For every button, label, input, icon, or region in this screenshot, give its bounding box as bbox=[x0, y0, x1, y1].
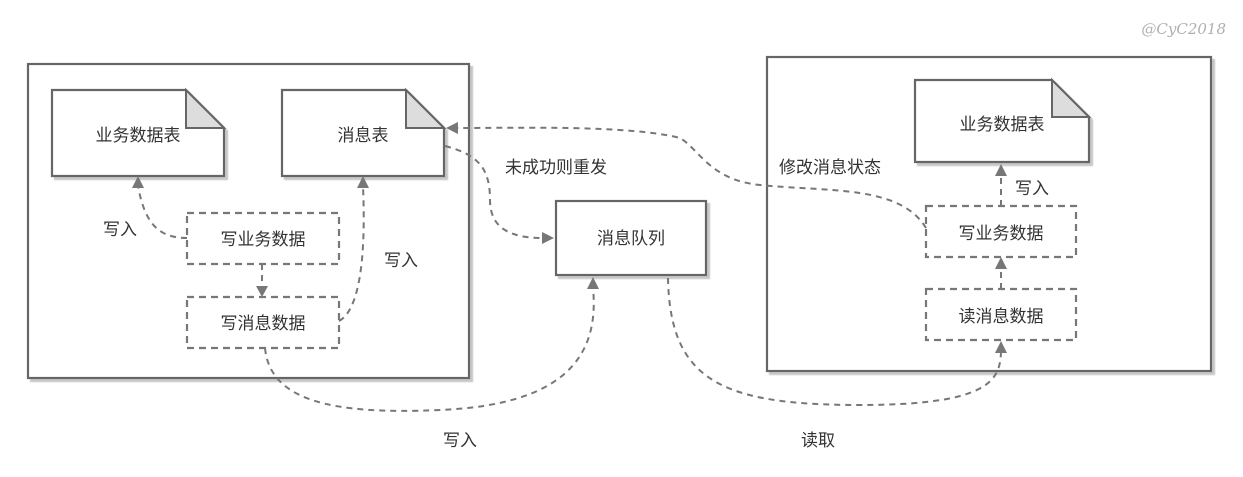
left-write-business-step: 写业务数据 bbox=[185, 211, 341, 266]
arrow-retry-to-queue bbox=[444, 145, 544, 239]
arrowhead-message-table bbox=[357, 176, 369, 188]
right-write-business-label: 写业务数据 bbox=[959, 224, 1044, 244]
left-business-table-label: 业务数据表 bbox=[96, 126, 181, 146]
label-retry: 未成功则重发 bbox=[505, 158, 607, 178]
arrow-write-business-table bbox=[137, 185, 188, 239]
arrowhead-update-status bbox=[446, 122, 458, 134]
left-write-message-label: 写消息数据 bbox=[221, 314, 306, 334]
label-write-queue: 写入 bbox=[443, 431, 477, 451]
arrowhead-read bbox=[995, 341, 1007, 353]
label-read-queue: 读取 bbox=[801, 431, 835, 451]
arrowhead-message-step bbox=[256, 286, 268, 297]
left-business-table: 业务数据表 bbox=[50, 87, 227, 178]
label-write-business: 写入 bbox=[103, 220, 137, 240]
right-business-table: 业务数据表 bbox=[913, 77, 1092, 164]
left-write-message-step: 写消息数据 bbox=[185, 295, 341, 350]
arrow-read-from-queue bbox=[667, 277, 1002, 407]
left-message-table: 消息表 bbox=[280, 87, 447, 178]
right-write-business-step: 写业务数据 bbox=[924, 204, 1078, 259]
label-update-status: 修改消息状态 bbox=[779, 158, 881, 178]
right-business-table-label: 业务数据表 bbox=[960, 115, 1045, 135]
arrowhead-right-table bbox=[995, 164, 1007, 176]
arrowhead-write-step bbox=[995, 257, 1007, 269]
message-queue: 消息队列 bbox=[554, 199, 708, 277]
label-write-message: 写入 bbox=[384, 251, 418, 271]
arrowhead-queue bbox=[587, 277, 599, 289]
label-write-right: 写入 bbox=[1015, 179, 1049, 199]
arrow-write-to-queue bbox=[264, 287, 595, 412]
right-read-message-step: 读消息数据 bbox=[924, 287, 1078, 342]
left-message-table-label: 消息表 bbox=[338, 126, 389, 146]
watermark: @CyC2018 bbox=[1141, 20, 1226, 38]
right-read-message-label: 读消息数据 bbox=[959, 307, 1044, 327]
left-write-business-label: 写业务数据 bbox=[221, 230, 306, 250]
arrowhead-retry bbox=[542, 232, 554, 244]
message-queue-label: 消息队列 bbox=[597, 229, 665, 249]
arrowhead-business-table bbox=[132, 176, 144, 188]
